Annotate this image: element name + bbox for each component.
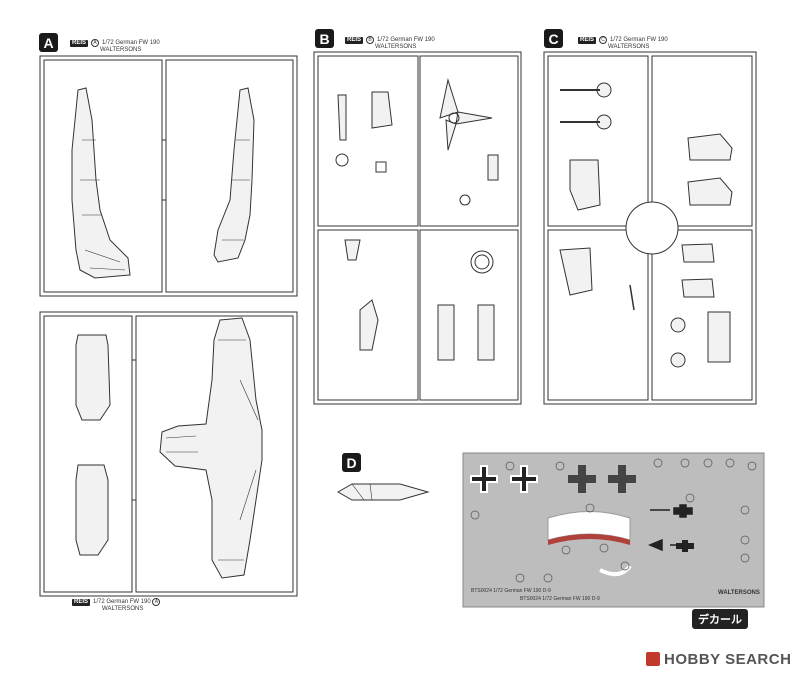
brand-logo: REIS (345, 37, 364, 44)
svg-text:BTS0024 1/72 German FW 190 D-9: BTS0024 1/72 German FW 190 D-9 (471, 588, 551, 594)
cross-2 (510, 465, 538, 493)
sprue-b-label: B (315, 29, 334, 48)
tag-brand: WALTERSONS (102, 606, 144, 612)
decal-brand-text: WALTERSONS (718, 590, 760, 596)
decal-label: デカール (692, 609, 748, 629)
tag-brand: WALTERSONS (375, 44, 417, 50)
decal-footer: BTS0024 1/72 German FW 190 D-9 (520, 596, 600, 603)
watermark: HOBBY SEARCH (646, 651, 791, 668)
tag-title: 1/72 German FW 190 (102, 40, 160, 46)
tag-brand: WALTERSONS (100, 47, 142, 53)
sprue-a-label: A (39, 33, 58, 52)
cross-1 (470, 465, 498, 493)
tag-letter: A (152, 598, 161, 606)
part-d-label: D (342, 453, 361, 472)
watermark-text: HOBBY SEARCH (664, 651, 792, 668)
decal-brand: WALTERSONS (718, 590, 760, 597)
brand-logo: REIS (72, 599, 91, 606)
tag-title: 1/72 German FW 190 (93, 599, 151, 605)
tag-title: 1/72 German FW 190 (377, 37, 435, 43)
decal-footer-title: BTS0024 1/72 German FW 190 D-9 (520, 596, 600, 602)
tag-brand: WALTERSONS (608, 44, 650, 50)
brand-logo: REIS (578, 37, 597, 44)
watermark-logo-icon (646, 652, 660, 666)
cross-4 (608, 465, 636, 493)
cross-3 (568, 465, 596, 493)
tag-title: 1/72 German FW 190 (610, 37, 668, 43)
brand-logo: REIS (70, 40, 89, 47)
sprue-c-label: C (544, 29, 563, 48)
